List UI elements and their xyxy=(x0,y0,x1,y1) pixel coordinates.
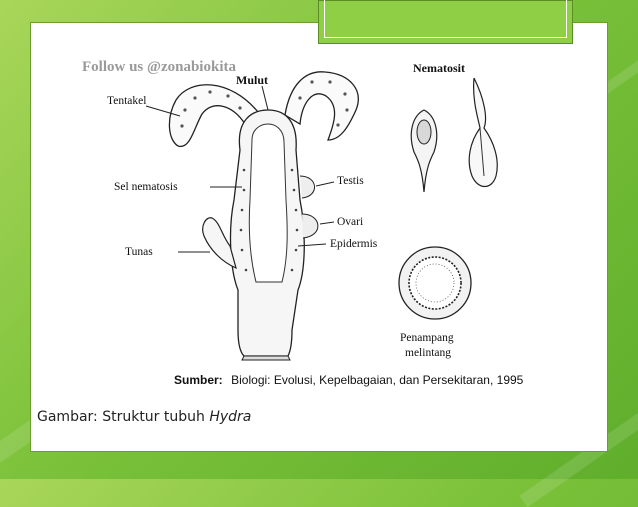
caption-italic: Hydra xyxy=(209,409,252,425)
source-prefix: Sumber: xyxy=(174,373,223,387)
body-wall-dots xyxy=(239,168,299,272)
ovary-bump xyxy=(301,213,319,239)
tentacle-cells xyxy=(180,80,349,128)
label-penampang: Penampang xyxy=(400,332,454,344)
nematocyst-undischarged xyxy=(468,77,498,188)
left-tentacle xyxy=(168,84,259,147)
label-melintang: melintang xyxy=(405,347,451,359)
title-placeholder-inner xyxy=(324,0,567,38)
label-sel-nematosis: Sel nematosis xyxy=(114,181,178,193)
right-tentacle xyxy=(284,71,359,141)
watermark-text: Follow us @zonabiokita xyxy=(82,59,236,75)
nematocyst-capsule xyxy=(416,119,432,145)
budding-tunas xyxy=(202,217,237,270)
leader-ovari xyxy=(319,221,335,225)
hydra-structure-diagram: Follow us @zonabiokita Mulut Tentakel Se… xyxy=(82,59,524,388)
source-line: Sumber: Biologi: Evolusi, Kepelbagaian, … xyxy=(174,371,524,388)
cross-section-inner xyxy=(415,263,455,303)
figure-caption: Gambar: Struktur tubuh Hydra xyxy=(37,409,251,425)
source-text: Biologi: Evolusi, Kepelbagaian, dan Pers… xyxy=(231,373,524,387)
label-mulut: Mulut xyxy=(236,73,268,87)
testis-bump xyxy=(299,175,315,199)
label-nematosit: Nematosit xyxy=(413,61,465,75)
basal-disc xyxy=(241,355,291,361)
leader-testis xyxy=(315,181,335,187)
label-testis: Testis xyxy=(337,175,364,187)
caption-prefix: Gambar: Struktur tubuh xyxy=(37,409,210,425)
label-tentakel: Tentakel xyxy=(107,95,146,107)
label-tunas: Tunas xyxy=(125,246,153,258)
leader-mulut xyxy=(261,85,269,111)
gastrovascular-cavity xyxy=(248,123,288,283)
title-placeholder-box xyxy=(318,0,573,44)
label-ovari: Ovari xyxy=(337,216,363,228)
leader-epidermis xyxy=(297,243,327,247)
label-epidermis: Epidermis xyxy=(330,238,378,250)
nematocyst-thread xyxy=(479,127,485,177)
leader-tentakel xyxy=(145,105,181,117)
